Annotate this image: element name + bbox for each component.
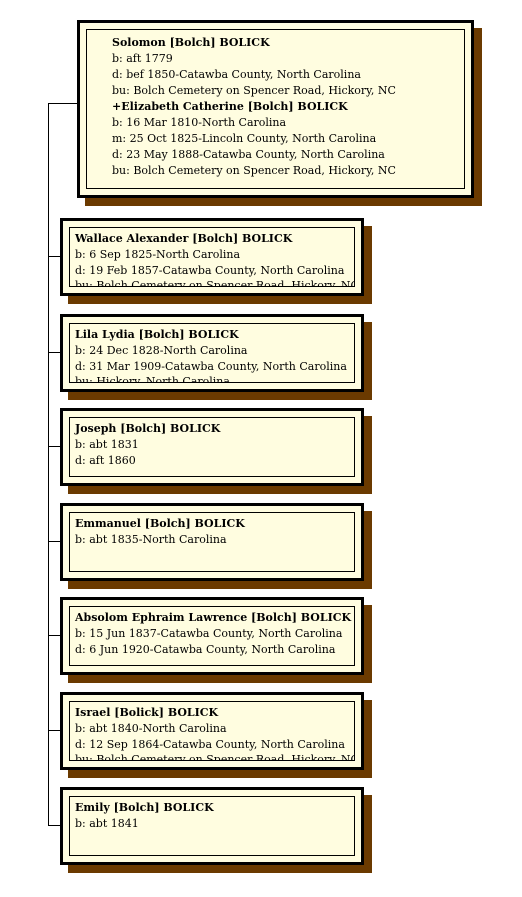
mother-death: d: 23 May 1888-Catawba County, North Car… [112,148,385,161]
child-detail-line: d: 31 Mar 1909-Catawba County, North Car… [75,359,347,373]
child-details: Absolom Ephraim Lawrence [Bolch] BOLICK … [69,606,355,666]
child-connector-4 [48,541,60,542]
child-card-israel[interactable]: Israel [Bolick] BOLICK b: abt 1840-North… [60,692,364,770]
child-detail-line: b: abt 1835-North Carolina [75,532,227,546]
child-name: Emily [Bolch] BOLICK [75,801,214,814]
child-detail-line: d: 12 Sep 1864-Catawba County, North Car… [75,737,345,751]
child-detail-line: bu: Bolch Cemetery on Spencer Road, Hick… [75,753,355,761]
child-detail-line: b: 15 Jun 1837-Catawba County, North Car… [75,626,343,640]
parent-couple-details: Solomon [Bolch] BOLICK b: aft 1779 d: be… [86,29,465,189]
child-connector-2 [48,352,60,353]
parent-connector [48,103,77,104]
child-detail-line: b: abt 1831 [75,437,139,451]
parent-couple-card[interactable]: Solomon [Bolch] BOLICK b: aft 1779 d: be… [77,20,474,198]
father-birth: b: aft 1779 [112,52,173,65]
father-name: Solomon [Bolch] BOLICK [112,36,270,49]
trunk-line [48,103,49,826]
child-detail-line: b: abt 1840-North Carolina [75,721,227,735]
child-detail-line: bu: Bolch Cemetery on Spencer Road, Hick… [75,279,355,287]
child-connector-1 [48,256,60,257]
child-connector-7 [48,825,60,826]
child-detail-line: bu: Hickory, North Carolina [75,375,230,383]
child-card-emily[interactable]: Emily [Bolch] BOLICK b: abt 1841 [60,787,364,865]
child-name: Absolom Ephraim Lawrence [Bolch] BOLICK … [75,611,355,624]
child-card-wallace[interactable]: Wallace Alexander [Bolch] BOLICK b: 6 Se… [60,218,364,296]
child-connector-6 [48,730,60,731]
child-details: Joseph [Bolch] BOLICK b: abt 1831 d: aft… [69,417,355,477]
child-card-joseph[interactable]: Joseph [Bolch] BOLICK b: abt 1831 d: aft… [60,408,364,486]
child-card-absolom[interactable]: Absolom Ephraim Lawrence [Bolch] BOLICK … [60,597,364,675]
mother-name: +Elizabeth Catherine [Bolch] BOLICK [112,100,348,113]
child-details: Lila Lydia [Bolch] BOLICK b: 24 Dec 1828… [69,323,355,383]
child-detail-line: d: 19 Feb 1857-Catawba County, North Car… [75,263,345,277]
child-detail-line: d: 6 Jun 1920-Catawba County, North Caro… [75,642,336,656]
child-connector-5 [48,635,60,636]
child-details: Wallace Alexander [Bolch] BOLICK b: 6 Se… [69,227,355,287]
child-name: Wallace Alexander [Bolch] BOLICK [75,232,293,245]
child-details: Israel [Bolick] BOLICK b: abt 1840-North… [69,701,355,761]
marriage-date: m: 25 Oct 1825-Lincoln County, North Car… [112,132,377,145]
mother-birth: b: 16 Mar 1810-North Carolina [112,116,287,129]
child-card-emmanuel[interactable]: Emmanuel [Bolch] BOLICK b: abt 1835-Nort… [60,503,364,581]
child-name: Lila Lydia [Bolch] BOLICK [75,328,239,341]
mother-burial: bu: Bolch Cemetery on Spencer Road, Hick… [112,164,396,177]
father-burial: bu: Bolch Cemetery on Spencer Road, Hick… [112,84,396,97]
child-details: Emmanuel [Bolch] BOLICK b: abt 1835-Nort… [69,512,355,572]
child-details: Emily [Bolch] BOLICK b: abt 1841 [69,796,355,856]
child-detail-line: d: aft 1860 [75,453,136,467]
child-name: Emmanuel [Bolch] BOLICK [75,517,245,530]
child-detail-line: b: abt 1841 [75,816,139,830]
child-detail-line: b: 6 Sep 1825-North Carolina [75,247,241,261]
child-card-lila[interactable]: Lila Lydia [Bolch] BOLICK b: 24 Dec 1828… [60,314,364,392]
child-connector-3 [48,446,60,447]
child-name: Joseph [Bolch] BOLICK [75,422,221,435]
father-death: d: bef 1850-Catawba County, North Caroli… [112,68,361,81]
child-detail-line: b: 24 Dec 1828-North Carolina [75,343,248,357]
child-name: Israel [Bolick] BOLICK [75,706,219,719]
